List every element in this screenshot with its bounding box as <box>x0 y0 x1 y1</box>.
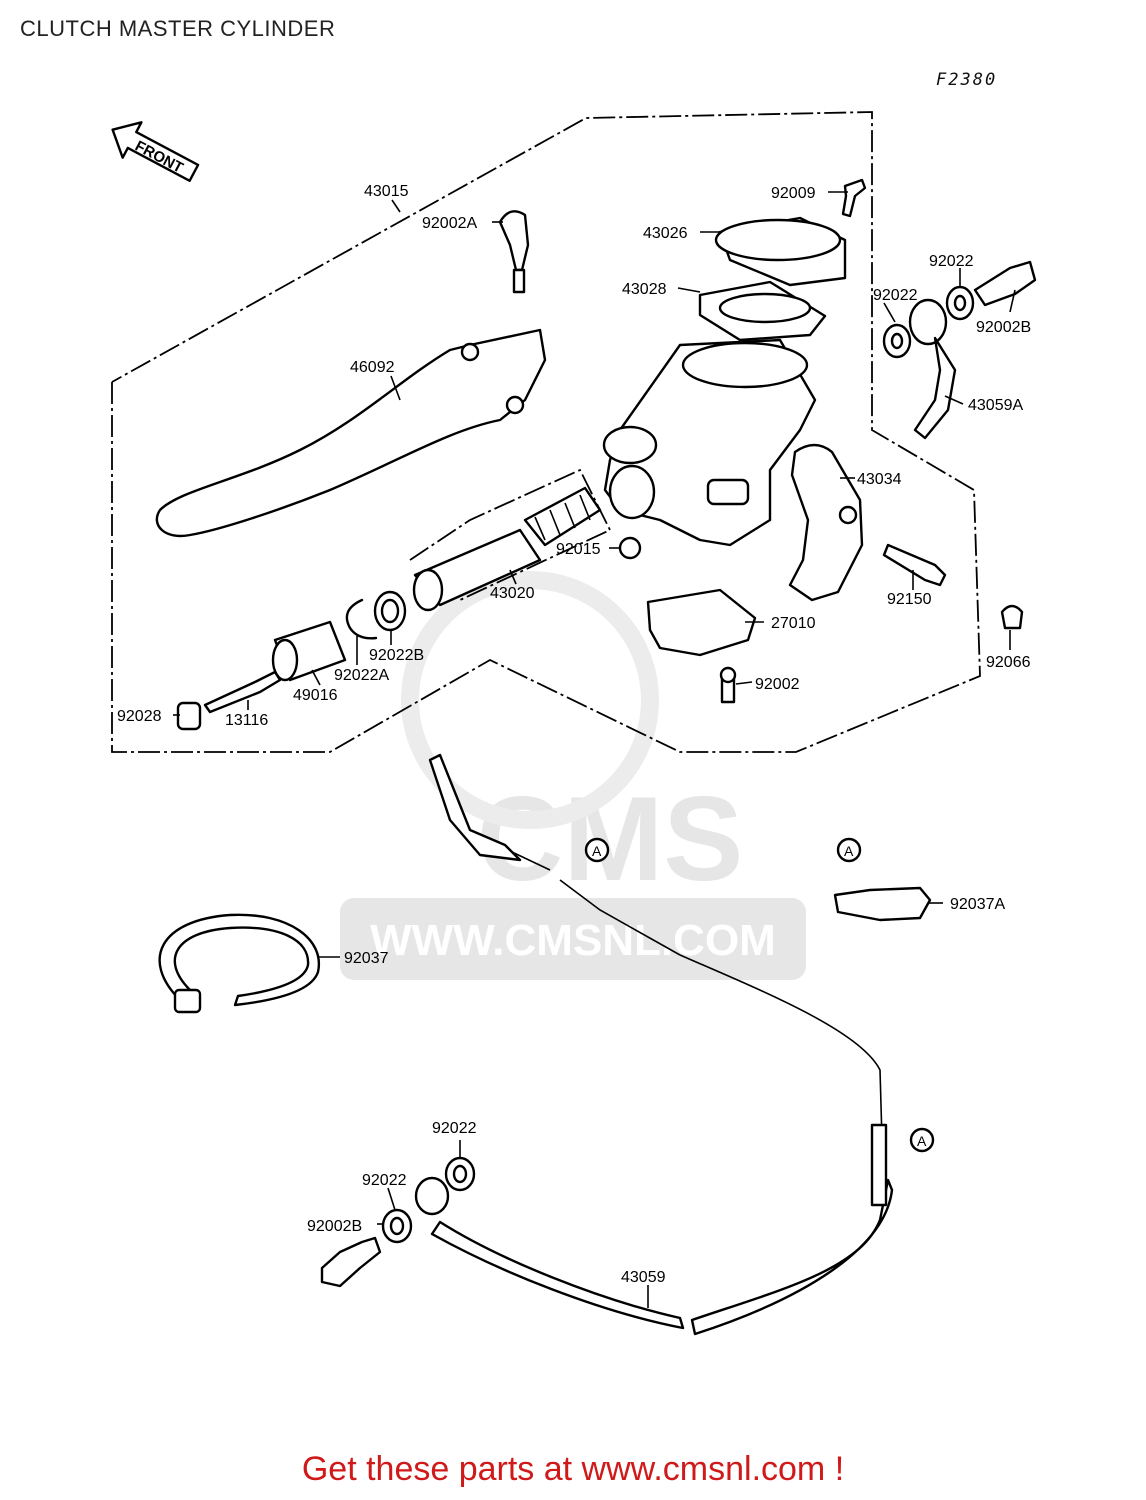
label-92037A: 92037A <box>950 896 1005 913</box>
label-92022-top-2: 92022 <box>929 253 974 270</box>
leader-lines <box>173 191 1016 1308</box>
label-92015: 92015 <box>556 541 601 558</box>
marker-A-2 <box>836 837 862 863</box>
label-43059A: 43059A <box>968 397 1023 414</box>
cable-clamp-92037A <box>833 886 932 922</box>
label-43020: 43020 <box>490 585 535 602</box>
label-92150: 92150 <box>887 591 932 608</box>
band-clamp-92037 <box>158 913 321 1007</box>
clutch-switch <box>646 588 757 657</box>
circlip-92022A <box>345 598 378 640</box>
label-43028: 43028 <box>622 281 667 298</box>
page-title: CLUTCH MASTER CYLINDER <box>20 16 336 41</box>
label-43059: 43059 <box>621 1269 666 1286</box>
label-92022-top-1: 92022 <box>873 287 918 304</box>
label-43015: 43015 <box>364 183 409 200</box>
label-92002: 92002 <box>755 676 800 693</box>
diagram-code: F2380 <box>936 70 998 90</box>
lever-clamp <box>788 443 864 602</box>
clutch-hose <box>430 1220 685 1330</box>
watermark-url: WWW.CMSNL.COM <box>370 916 776 965</box>
pivot-bolt-92002A <box>498 210 530 272</box>
label-46092: 46092 <box>350 359 395 376</box>
label-92002B-bottom: 92002B <box>307 1218 362 1235</box>
label-92037: 92037 <box>344 950 389 967</box>
label-92002B-top: 92002B <box>976 319 1031 336</box>
label-43026: 43026 <box>643 225 688 242</box>
label-92022A: 92022A <box>334 667 389 684</box>
label-13116: 13116 <box>225 712 268 729</box>
label-43034: 43034 <box>857 471 902 488</box>
shop-call-to-action[interactable]: Get these parts at www.cmsnl.com ! <box>301 1450 845 1488</box>
marker-A-1 <box>584 837 610 863</box>
label-92022B: 92022B <box>369 647 424 664</box>
cap-92066 <box>1000 604 1024 630</box>
push-rod-13116 <box>203 670 282 714</box>
group-outline-43020 <box>409 468 612 601</box>
label-92028: 92028 <box>117 708 162 725</box>
banjo-fitting-43059A <box>908 298 948 346</box>
clamp-bolt-92150 <box>882 543 947 587</box>
svg-text:A: A <box>592 843 602 859</box>
svg-text:A: A <box>917 1133 927 1149</box>
cap-92028 <box>176 701 202 731</box>
label-92009: 92009 <box>771 185 816 202</box>
clutch-lever <box>155 328 547 538</box>
screw-92009 <box>841 178 867 218</box>
svg-text:A: A <box>844 843 854 859</box>
group-outline-43015 <box>111 111 981 753</box>
label-92022-bottom-1: 92022 <box>432 1120 477 1137</box>
label-27010: 27010 <box>771 615 816 632</box>
banjo-bolt-92002B <box>973 260 1037 307</box>
banjo-bolt-bottom <box>320 1236 382 1288</box>
label-92066: 92066 <box>986 654 1031 671</box>
marker-A-3 <box>909 1127 935 1153</box>
label-49016: 49016 <box>293 687 338 704</box>
front-direction-arrow: FRONT <box>111 121 200 182</box>
banjo-fitting-bottom <box>414 1176 450 1216</box>
label-92022-bottom-2: 92022 <box>362 1172 407 1189</box>
nut-92015 <box>618 536 642 560</box>
label-92002A: 92002A <box>422 215 477 232</box>
leader-43015 <box>391 199 401 213</box>
